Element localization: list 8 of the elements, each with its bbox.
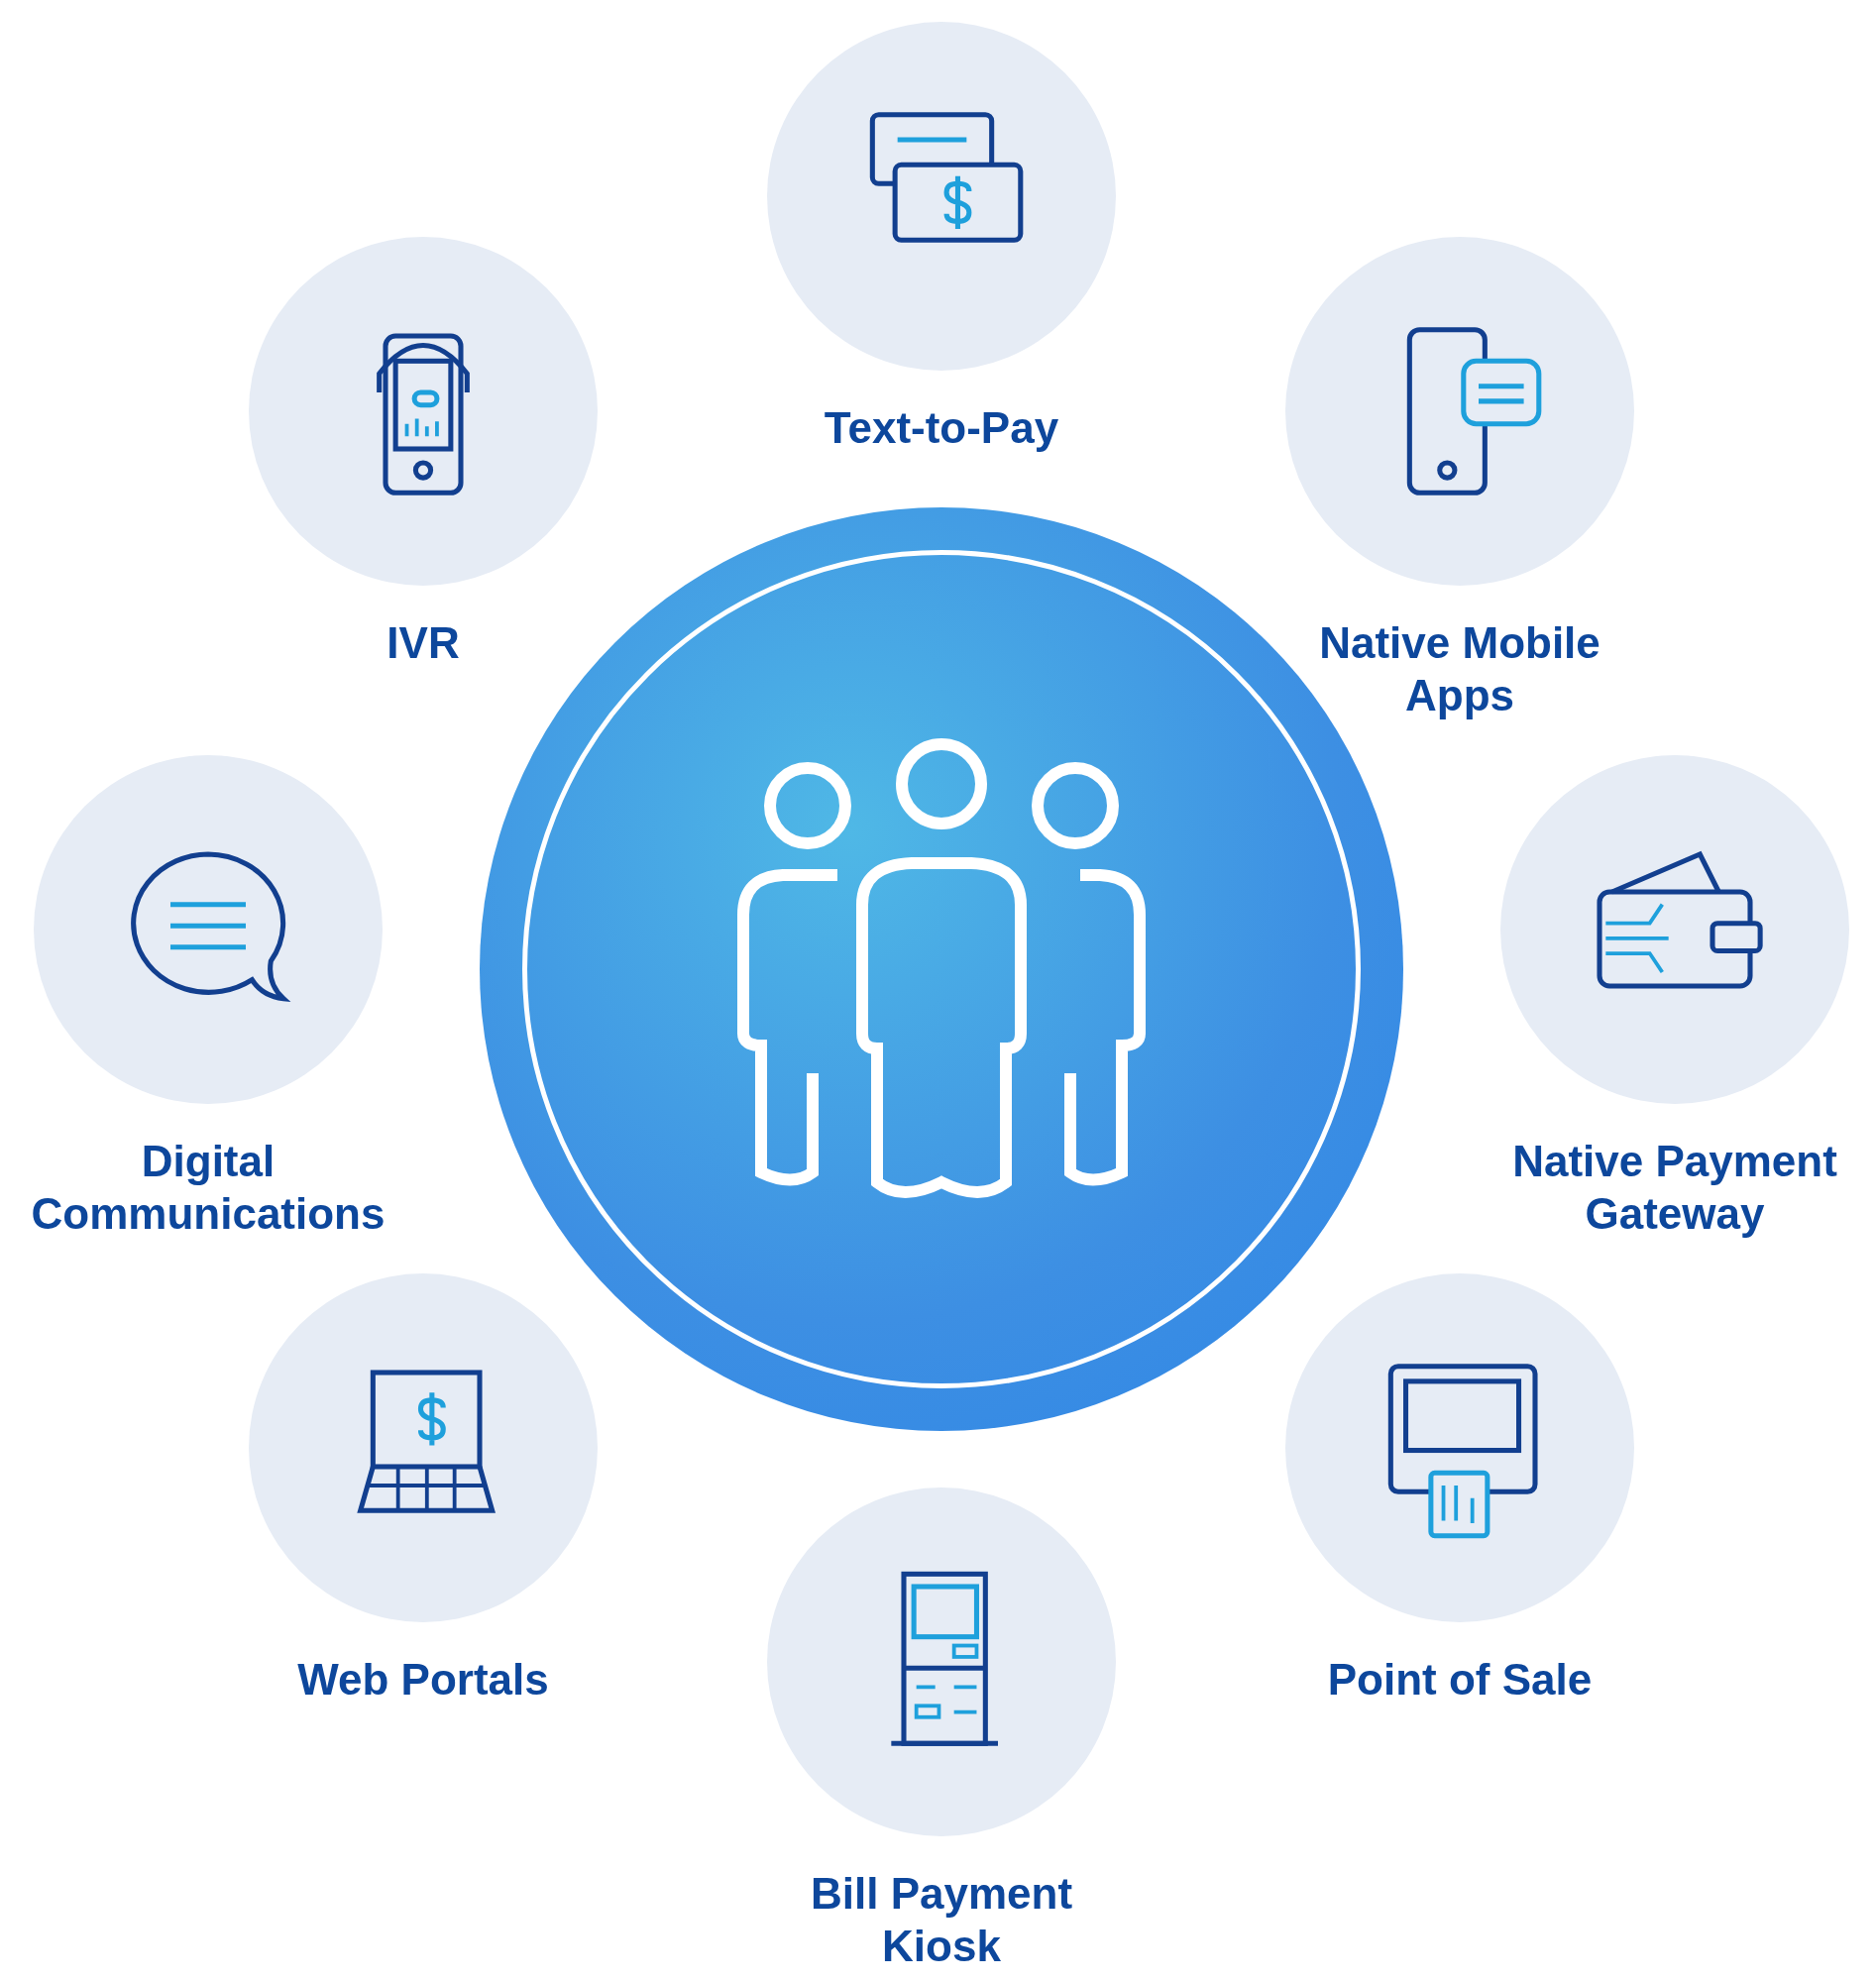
channel-label: Native Payment Gateway	[1511, 1136, 1838, 1240]
channel-label: IVR	[386, 617, 460, 669]
channel-label: Digital Communications	[30, 1136, 386, 1240]
channel-label: Bill Payment Kiosk	[809, 1868, 1074, 1972]
channel-label: Web Portals	[297, 1654, 549, 1706]
channel-label: Point of Sale	[1327, 1654, 1593, 1706]
channel-label: Native Mobile Apps	[1318, 617, 1601, 721]
channel-label: Text-to-Pay	[824, 402, 1059, 454]
